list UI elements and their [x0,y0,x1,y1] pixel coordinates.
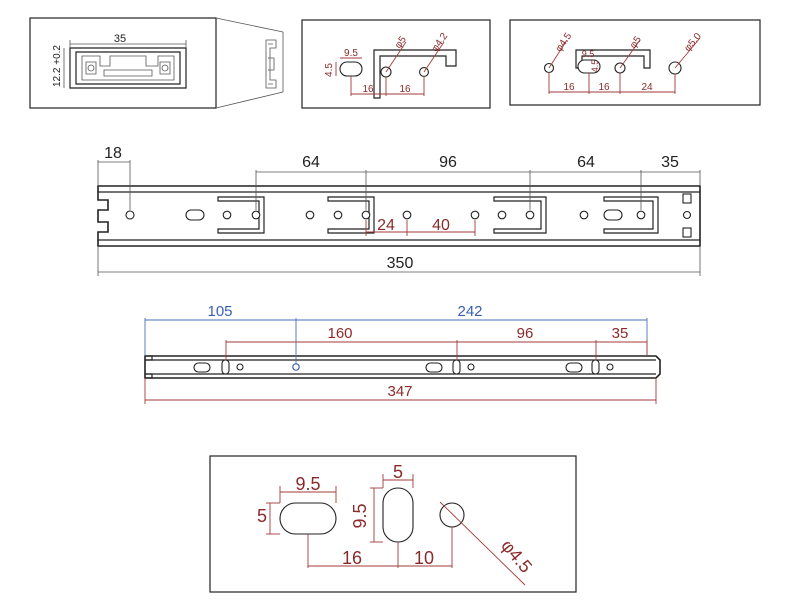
outer-rail-square-2 [682,227,692,238]
slot-width-label-a: 4.5 [324,63,335,77]
outer-rail-slot-2 [603,209,623,221]
outer-dim-96: 96 [439,154,457,171]
outer-dim-64b: 64 [577,154,595,171]
h-slot-length-label: 9.5 [295,474,320,494]
outer-dim-40: 40 [432,217,450,234]
pitch-16-label: 16 [342,548,362,568]
outer-rail-hole-1 [125,210,135,220]
inner-rail-hole-1 [236,363,244,371]
outer-rail-hole-4 [305,210,315,220]
outer-dim-18: 18 [104,145,122,162]
side-profile-sketch [265,39,277,89]
pitch-label-a1: 16 [362,84,374,95]
inner-dim-35: 35 [612,325,629,342]
inner-rail-hole-2 [467,363,475,371]
h-slot-width-label: 5 [257,506,267,526]
holes-detail-b-panel: φ4.5 9.5 4.5 φ5 φ5.0 16 16 24 [509,19,761,106]
inner-dim-160: 160 [327,325,352,342]
outer-rail-hole-9 [497,210,507,220]
pitch-10-label: 10 [414,548,434,568]
inner-rail-slot-3 [425,362,443,373]
inner-rail-hole-3 [606,363,614,371]
inner-rail-slot-5 [565,362,583,373]
pitch-label-b3: 24 [641,82,653,93]
inner-rail-ref-hole [292,363,300,371]
slot-length-label-a: 9.5 [344,48,358,59]
outer-dim-35: 35 [661,154,679,171]
outer-rail-hole-3 [251,210,261,220]
outer-rail-hole-5 [333,210,343,220]
holes-detail-a-panel: 9.5 4.5 φ5 φ4.2 16 16 [301,19,491,109]
pitch-label-b2: 16 [598,82,610,93]
profile-width-label: 35 [114,33,126,45]
outer-dim-24: 24 [377,217,395,234]
outer-rail-hole-6 [361,210,371,220]
inner-dim-96: 96 [517,325,534,342]
outer-rail-hole-8 [470,210,480,220]
cross-section-profile [69,47,187,89]
inner-rail-drawing: 105 242 160 96 35 347 [144,303,661,404]
inner-rail-slot-4 [452,359,461,375]
inner-rail-slot-1 [193,362,211,373]
pitch-label-a2: 16 [399,84,411,95]
outer-rail-hole-10 [525,210,535,220]
inner-rail-slot-6 [591,359,600,375]
outer-dim-350: 350 [387,255,414,272]
inner-dim-347: 347 [387,383,412,400]
outer-rail-hole-13 [682,210,692,220]
profile-detail-panel: 35 12.2 +0.2 [29,17,284,109]
vertical-slot [382,487,414,543]
outer-rail-hole-12 [636,210,646,220]
inner-dim-105: 105 [207,303,232,320]
horizontal-slot [279,502,337,535]
slot-width-label-b: 4.5 [590,60,600,73]
outer-dim-64a: 64 [302,154,320,171]
outer-rail-hole-2 [222,210,232,220]
outer-rail-slot-1 [185,209,205,221]
round-hole-detail [439,502,465,528]
v-slot-length-label: 9.5 [350,503,370,528]
slot-hole-a [339,61,363,77]
v-slot-width-label: 5 [393,462,403,482]
outer-rail-hole-11 [579,210,589,220]
pitch-label-b1: 16 [563,82,575,93]
profile-height-label: 12.2 +0.2 [52,45,63,87]
slot-length-label-b: 9.5 [582,49,595,59]
outer-rail-square-1 [682,193,692,204]
inner-dim-242: 242 [457,303,482,320]
outer-rail-hole-7 [402,210,412,220]
outer-rail-drawing: 18 64 96 64 35 24 40 350 [97,145,701,276]
inner-rail-slot-2 [221,359,230,375]
hole-detail-panel: 9.5 5 5 9.5 φ4.5 16 10 [209,455,577,593]
